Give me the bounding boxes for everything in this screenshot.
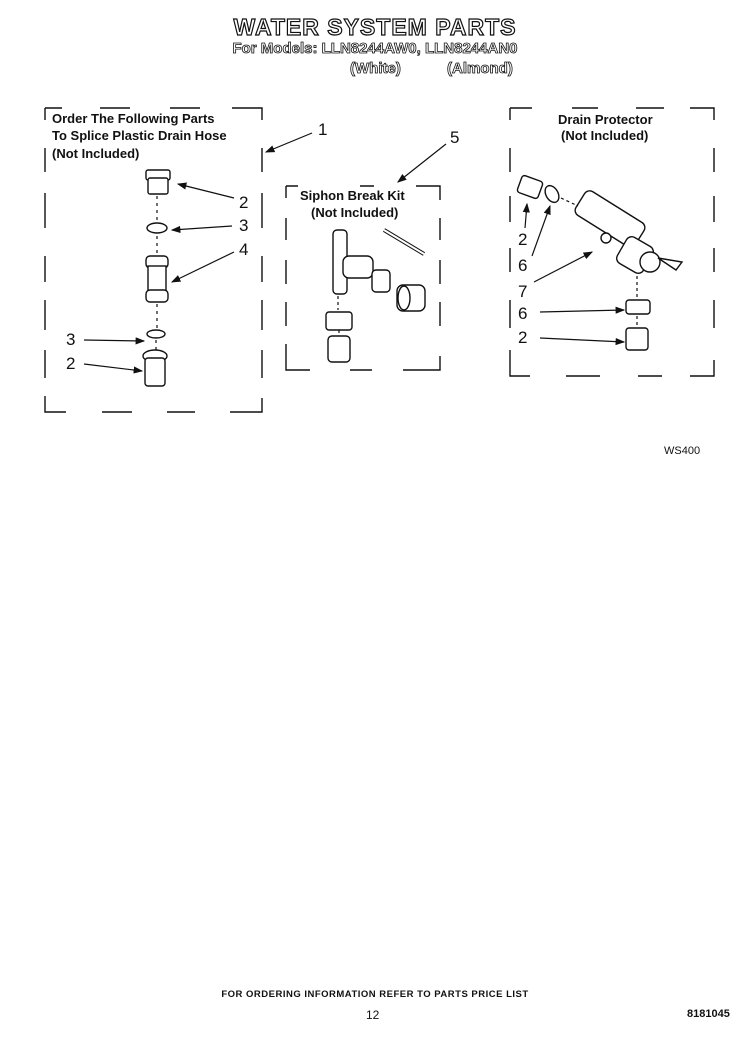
drain-valve-cap bbox=[639, 251, 661, 273]
clamp-ring-lower bbox=[325, 311, 353, 331]
drain-box-label-2: (Not Included) bbox=[561, 128, 649, 143]
drain-adapter-lower bbox=[625, 327, 649, 351]
callout-splice-2b: 2 bbox=[66, 354, 76, 373]
clamp-top bbox=[146, 222, 168, 234]
drain-lever bbox=[657, 257, 684, 271]
models-line: For Models: LLN8244AW0, LLN8244AN0 bbox=[232, 40, 518, 58]
drain-protector-body bbox=[574, 190, 646, 248]
drain-adapter-top bbox=[516, 174, 544, 200]
page-number: 12 bbox=[366, 1008, 380, 1022]
adapter-top-body bbox=[147, 177, 169, 195]
siphon-box-label-2: (Not Included) bbox=[311, 205, 399, 220]
siphon-parts bbox=[325, 228, 426, 363]
callout-splice-4: 4 bbox=[239, 240, 249, 259]
callout-drain-2a: 2 bbox=[518, 230, 528, 249]
adapter-lower bbox=[327, 335, 351, 363]
ring-clamp bbox=[371, 269, 391, 293]
coupling-mid bbox=[147, 265, 167, 293]
callout-splice-3b: 3 bbox=[66, 330, 76, 349]
siphon-box-frame bbox=[285, 185, 441, 371]
adapter-bottom bbox=[144, 357, 166, 387]
drain-parts bbox=[516, 174, 684, 351]
drain-box-frame bbox=[509, 107, 715, 377]
splice-box-frame bbox=[44, 107, 263, 413]
callout-splice-2a: 2 bbox=[239, 193, 249, 212]
callout-drain-2b: 2 bbox=[518, 328, 528, 347]
drain-body-knob bbox=[600, 232, 612, 244]
drain-clamp-top bbox=[544, 184, 560, 204]
callout-1: 1 bbox=[318, 120, 328, 139]
color-white: (White) bbox=[350, 60, 402, 78]
diagram-code: WS400 bbox=[664, 445, 701, 457]
nut-face bbox=[397, 285, 411, 311]
splice-box-label-1: Order The Following Parts bbox=[52, 111, 215, 126]
splice-box-label-2: To Splice Plastic Drain Hose bbox=[52, 128, 227, 143]
tee-branch bbox=[342, 255, 374, 279]
siphon-box-label-1: Siphon Break Kit bbox=[300, 188, 405, 203]
drain-box-label-1: Drain Protector bbox=[558, 112, 653, 127]
document-number: 8181045 bbox=[687, 1008, 730, 1020]
clamp-bottom bbox=[146, 329, 166, 339]
splice-parts bbox=[142, 169, 171, 387]
callout-splice-3a: 3 bbox=[239, 216, 249, 235]
page-title: WATER SYSTEM PARTS bbox=[233, 13, 517, 40]
color-almond: (Almond) bbox=[447, 60, 514, 78]
ordering-info: FOR ORDERING INFORMATION REFER TO PARTS … bbox=[221, 989, 529, 1000]
callout-drain-7: 7 bbox=[518, 282, 528, 301]
callout-drain-6a: 6 bbox=[518, 256, 528, 275]
callout-drain-6b: 6 bbox=[518, 304, 528, 323]
drain-clamp-lower bbox=[625, 299, 651, 315]
splice-box-label-3: (Not Included) bbox=[52, 146, 140, 161]
callout-5: 5 bbox=[450, 128, 460, 147]
coupling-bottom bbox=[145, 289, 169, 303]
